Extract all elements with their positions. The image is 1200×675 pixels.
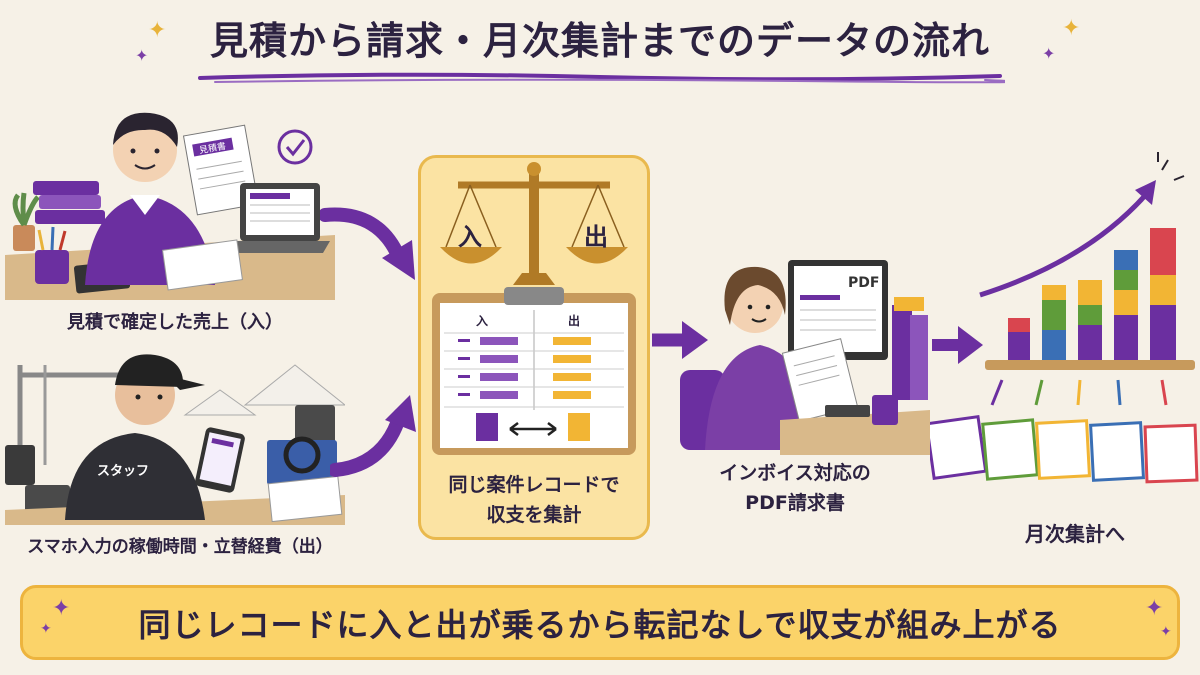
scale-right-label: 出 [584, 223, 608, 251]
sparkle-icon: ✦ [148, 18, 167, 43]
arrow-right-icon [320, 207, 415, 280]
sparkle-icon: ✦ [40, 621, 52, 637]
clip-col-in: 入 [476, 314, 488, 328]
summary-banner [20, 585, 1180, 660]
center-caption-line1: 同じ案件レコードで [448, 474, 620, 496]
stacked-bars [1008, 228, 1176, 360]
invoice-caption-line1: インボイス対応の [719, 462, 871, 484]
sparkle-icon: ✦ [52, 596, 71, 621]
title-underline [198, 72, 1005, 84]
monthly-illustration [930, 152, 1199, 484]
invoice-caption: インボイス対応の PDF請求書 [680, 458, 910, 518]
monthly-caption: 月次集計へ [1025, 522, 1125, 546]
page-title: 見積から請求・月次集計までのデータの流れ [209, 19, 990, 63]
sparkle-icon: ✦ [1160, 624, 1172, 640]
invoice-illustration: PDF [680, 260, 930, 455]
left-top-caption: 見積で確定した売上（入） [67, 312, 283, 333]
left-bottom-caption: スマホ入力の稼働時間・立替経費（出） [27, 537, 333, 557]
staff-shirt-label: スタッフ [97, 464, 149, 479]
arrow-up-right-icon [330, 395, 416, 477]
screen-pdf-label: PDF [848, 275, 879, 291]
center-caption-line2: 収支を集計 [486, 504, 582, 526]
estimate-illustration: 見積書 [5, 112, 335, 300]
sparkle-icon: ✦ [1062, 16, 1081, 41]
invoice-caption-line2: PDF請求書 [745, 492, 845, 514]
document-stacks [930, 414, 1199, 484]
scale-clipboard-illustration: 入 出 入 出 [432, 162, 636, 455]
sparkle-icon: ✦ [1042, 44, 1056, 63]
sparkle-icon: ✦ [135, 46, 149, 65]
staff-illustration: スタッフ [5, 354, 345, 525]
arrow-right-icon [932, 326, 983, 364]
arrow-right-icon [652, 321, 708, 359]
scale-left-label: 入 [458, 223, 482, 251]
record-rows [444, 332, 624, 408]
sparkle-icon: ✦ [1145, 596, 1164, 621]
center-caption: 同じ案件レコードで 収支を集計 [418, 470, 650, 530]
summary-banner-text: 同じレコードに入と出が乗るから転記なしで収支が組み上がる [138, 605, 1062, 644]
clip-col-out: 出 [568, 313, 580, 328]
